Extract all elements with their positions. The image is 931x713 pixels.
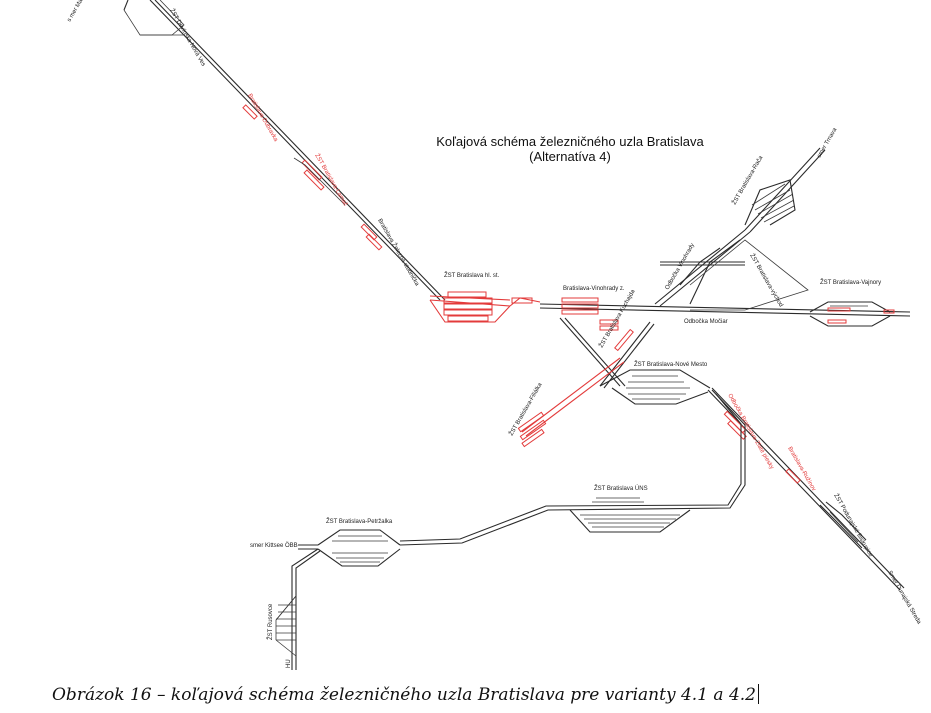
line-northwest	[123, 0, 446, 301]
line-south	[399, 389, 746, 546]
label-podunajske: ŽST Podunajské Biskupice	[832, 492, 875, 559]
diagram-title-line1: Koľajová schéma železničného uzla Bratis…	[436, 134, 704, 149]
line-filialka-red	[517, 357, 625, 448]
label-dubravka-zapad: Bratislava-Dúbravka	[246, 93, 279, 143]
label-zlate-piesky: Odbočka Bratislava-Zlaté piesky	[726, 393, 774, 471]
station-petrzalka	[317, 529, 401, 567]
station-hl-st	[429, 291, 541, 323]
line-kittsee	[298, 544, 318, 550]
station-uns	[569, 497, 691, 533]
diagram-title-line2: (Alternatíva 4)	[529, 149, 611, 164]
label-kuchajda: ŽST Bratislava Kuchajda	[597, 287, 637, 349]
label-rusovce: ŽST Rusovce	[266, 603, 274, 640]
line-east	[539, 297, 911, 317]
label-nove-mesto: ŽST Bratislava-Nové Mesto	[634, 360, 708, 368]
label-vychod: ŽST Bratislava-východ	[748, 252, 785, 308]
label-hu: HU	[286, 659, 292, 668]
caption-text: Obrázok 16 – koľajová schéma železničnéh…	[52, 685, 756, 705]
label-lamac: Bratislava Železná studnička	[376, 217, 421, 288]
label-raca: ŽST Bratislava-Rača	[730, 154, 765, 206]
label-smer-trnava: smer Trnava	[817, 127, 839, 159]
line-northeast	[654, 147, 826, 311]
label-uns: ŽST Bratislava ÚNS	[594, 484, 648, 492]
line-rusovce	[275, 548, 321, 670]
station-vajnory	[809, 301, 895, 327]
label-ruzinov: Bratislava-Ružinov	[786, 446, 816, 492]
figure-caption: Obrázok 16 – koľajová schéma železničnéh…	[52, 684, 759, 705]
text-cursor	[758, 684, 759, 704]
label-vajnory: ŽST Bratislava-Vajnory	[820, 278, 881, 286]
label-devinska-nova-ves: ŽST Devínska Nová Ves	[168, 7, 208, 68]
railway-diagram: Koľajová schéma železničného uzla Bratis…	[67, 0, 922, 670]
label-vinohrady: Bratislava-Vinohrady z.	[563, 286, 625, 292]
label-smer-dun-streda: Smer Dunajská Streda	[886, 570, 922, 626]
label-smer-malacky: s mer Malacky	[67, 0, 92, 23]
red-stops-northwest	[242, 104, 383, 251]
label-odbocka-mostar: Odbočka Močiar	[684, 319, 728, 325]
line-central	[559, 317, 655, 389]
label-hl-st: ŽST Bratislava hl. st.	[444, 271, 500, 279]
label-petrzalka: ŽST Bratislava-Petržalka	[326, 517, 393, 525]
station-nove-mesto	[599, 369, 711, 405]
label-smer-kittsee: smer Kittsee ÖBB	[250, 542, 298, 549]
